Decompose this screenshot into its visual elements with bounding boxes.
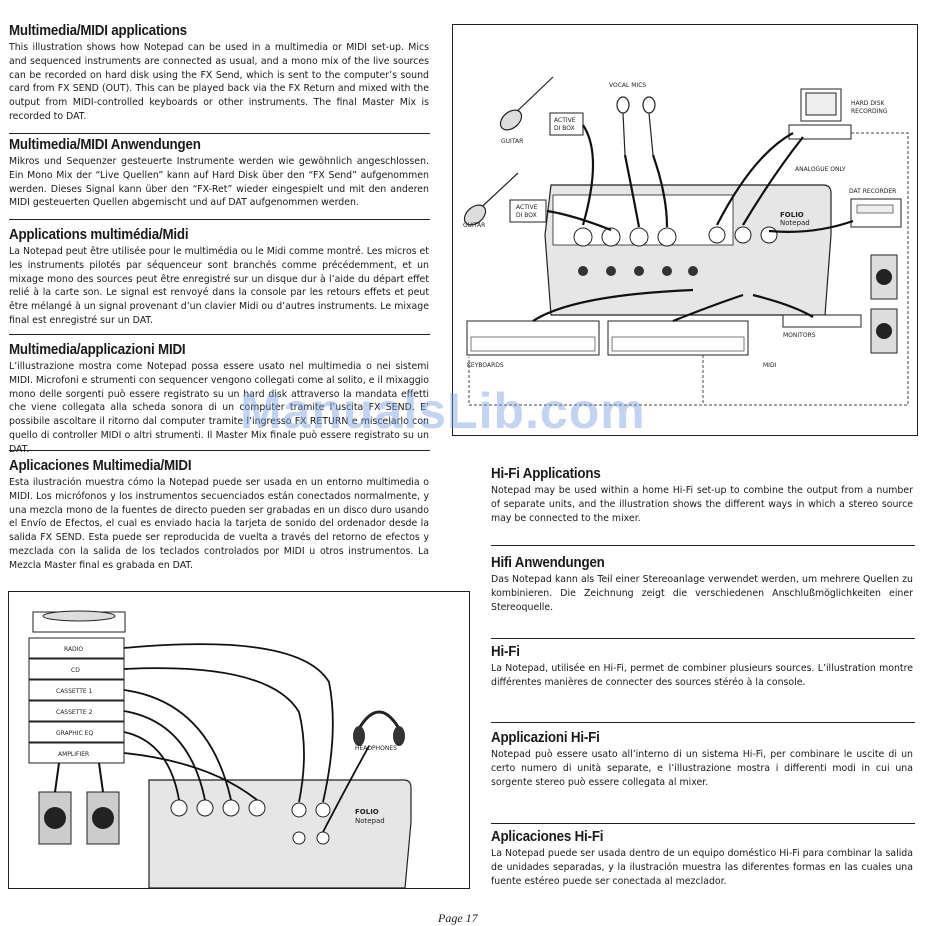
section-hifi-en: Hi-Fi Applications Notepad may be used w… [491,465,913,525]
guitar-label: GUITAR [501,138,523,145]
active-di-label: ACTIVE [516,204,538,211]
section-hifi-es: Aplicaciones Hi-Fi La Notepad puede ser … [491,828,913,888]
section-heading: Applicazioni Hi-Fi [491,730,600,746]
hifi-setup-illustration: RADIO CD CASSETTE 1 CASSETTE 2 GRAPHIC E… [8,591,470,889]
divider [491,823,915,824]
section-body: La Notepad, utilisée en Hi-Fi, permet de… [491,663,913,688]
folio-label: FOLIO [780,211,804,219]
hard-disk-label: RECORDING [851,108,888,115]
section-body: Mikros und Sequenzer gesteuerte Instrume… [9,156,429,209]
section-body: L’illustrazione mostra come Notepad poss… [9,361,429,455]
unit-label-cassette-2: CASSETTE 2 [56,709,93,716]
dat-recorder-label: DAT RECORDER [849,188,896,195]
watermark: ManualsLib.com [240,383,646,439]
section-heading: Applications multimédia/Midi [9,227,189,243]
section-body: Notepad may be used within a home Hi-Fi … [491,485,913,524]
divider [491,638,915,639]
section-body: Esta ilustración muestra cómo la Notepad… [9,477,429,571]
vocal-mics-label: VOCAL MICS [609,82,646,89]
section-heading: Multimedia/applicazioni MIDI [9,342,186,358]
midi-setup-drawing: FOLIO Notepad GUITAR GUITAR ACTIVE DI BO… [463,76,909,406]
unit-label-graphic-eq: GRAPHIC EQ [56,730,93,737]
divider [491,545,915,546]
divider [9,334,430,335]
section-heading: Aplicaciones Hi-Fi [491,829,604,845]
unit-label-radio: RADIO [64,646,83,653]
folio-label: FOLIO [355,808,379,816]
section-hifi-de: Hifi Anwendungen Das Notepad kann als Te… [491,554,913,614]
divider [491,722,915,723]
analogue-only-label: ANALOGUE ONLY [795,166,846,173]
section-body: Das Notepad kann als Teil einer Stereoan… [491,574,913,613]
section-heading: Hi-Fi [491,644,520,660]
notepad-label: Notepad [355,817,385,825]
active-di-label: ACTIVE [554,117,576,124]
active-di-label: DI BOX [554,125,575,132]
section-body: This illustration shows how Notepad can … [9,42,429,122]
headphones-label: HEADPHONES [355,745,397,752]
monitors-label: MONITORS [783,332,816,339]
active-di-label: DI BOX [516,212,537,219]
section-multimedia-en: Multimedia/MIDI applications This illust… [9,22,429,124]
section-multimedia-fr: Applications multimédia/Midi La Notepad … [9,226,429,328]
section-multimedia-it: Multimedia/applicazioni MIDI L’illustraz… [9,341,429,457]
keyboards-label: KEYBOARDS [467,362,504,369]
unit-label-cassette-1: CASSETTE 1 [56,688,93,695]
section-hifi-fr: Hi-Fi La Notepad, utilisée en Hi-Fi, per… [491,643,913,690]
divider [9,133,430,134]
divider [9,219,430,220]
section-heading: Hi-Fi Applications [491,466,601,482]
section-body: La Notepad peut être utilisée pour le mu… [9,246,429,326]
section-multimedia-de: Multimedia/MIDI Anwendungen Mikros und S… [9,136,429,210]
section-body: Notepad può essere usato all’interno di … [491,749,913,788]
unit-label-cd: CD [71,667,80,674]
midi-setup-illustration: FOLIO Notepad GUITAR GUITAR ACTIVE DI BO… [452,24,918,436]
hifi-setup-drawing: RADIO CD CASSETTE 1 CASSETTE 2 GRAPHIC E… [28,610,412,888]
section-body: La Notepad puede ser usada dentro de un … [491,848,913,887]
section-multimedia-es: Aplicaciones Multimedia/MIDI Esta ilustr… [9,457,429,573]
section-hifi-it: Applicazioni Hi-Fi Notepad può essere us… [491,729,913,789]
guitar-label: GUITAR [463,222,485,229]
section-heading: Hifi Anwendungen [491,555,605,571]
divider [9,450,430,451]
unit-label-amplifier: AMPLIFIER [58,751,89,758]
section-heading: Multimedia/MIDI applications [9,23,187,39]
notepad-label: Notepad [780,219,810,227]
midi-label: MIDI [763,362,777,369]
page-number: Page 17 [438,911,478,925]
section-heading: Aplicaciones Multimedia/MIDI [9,458,192,474]
hard-disk-label: HARD DISK [851,100,886,107]
section-heading: Multimedia/MIDI Anwendungen [9,137,201,153]
